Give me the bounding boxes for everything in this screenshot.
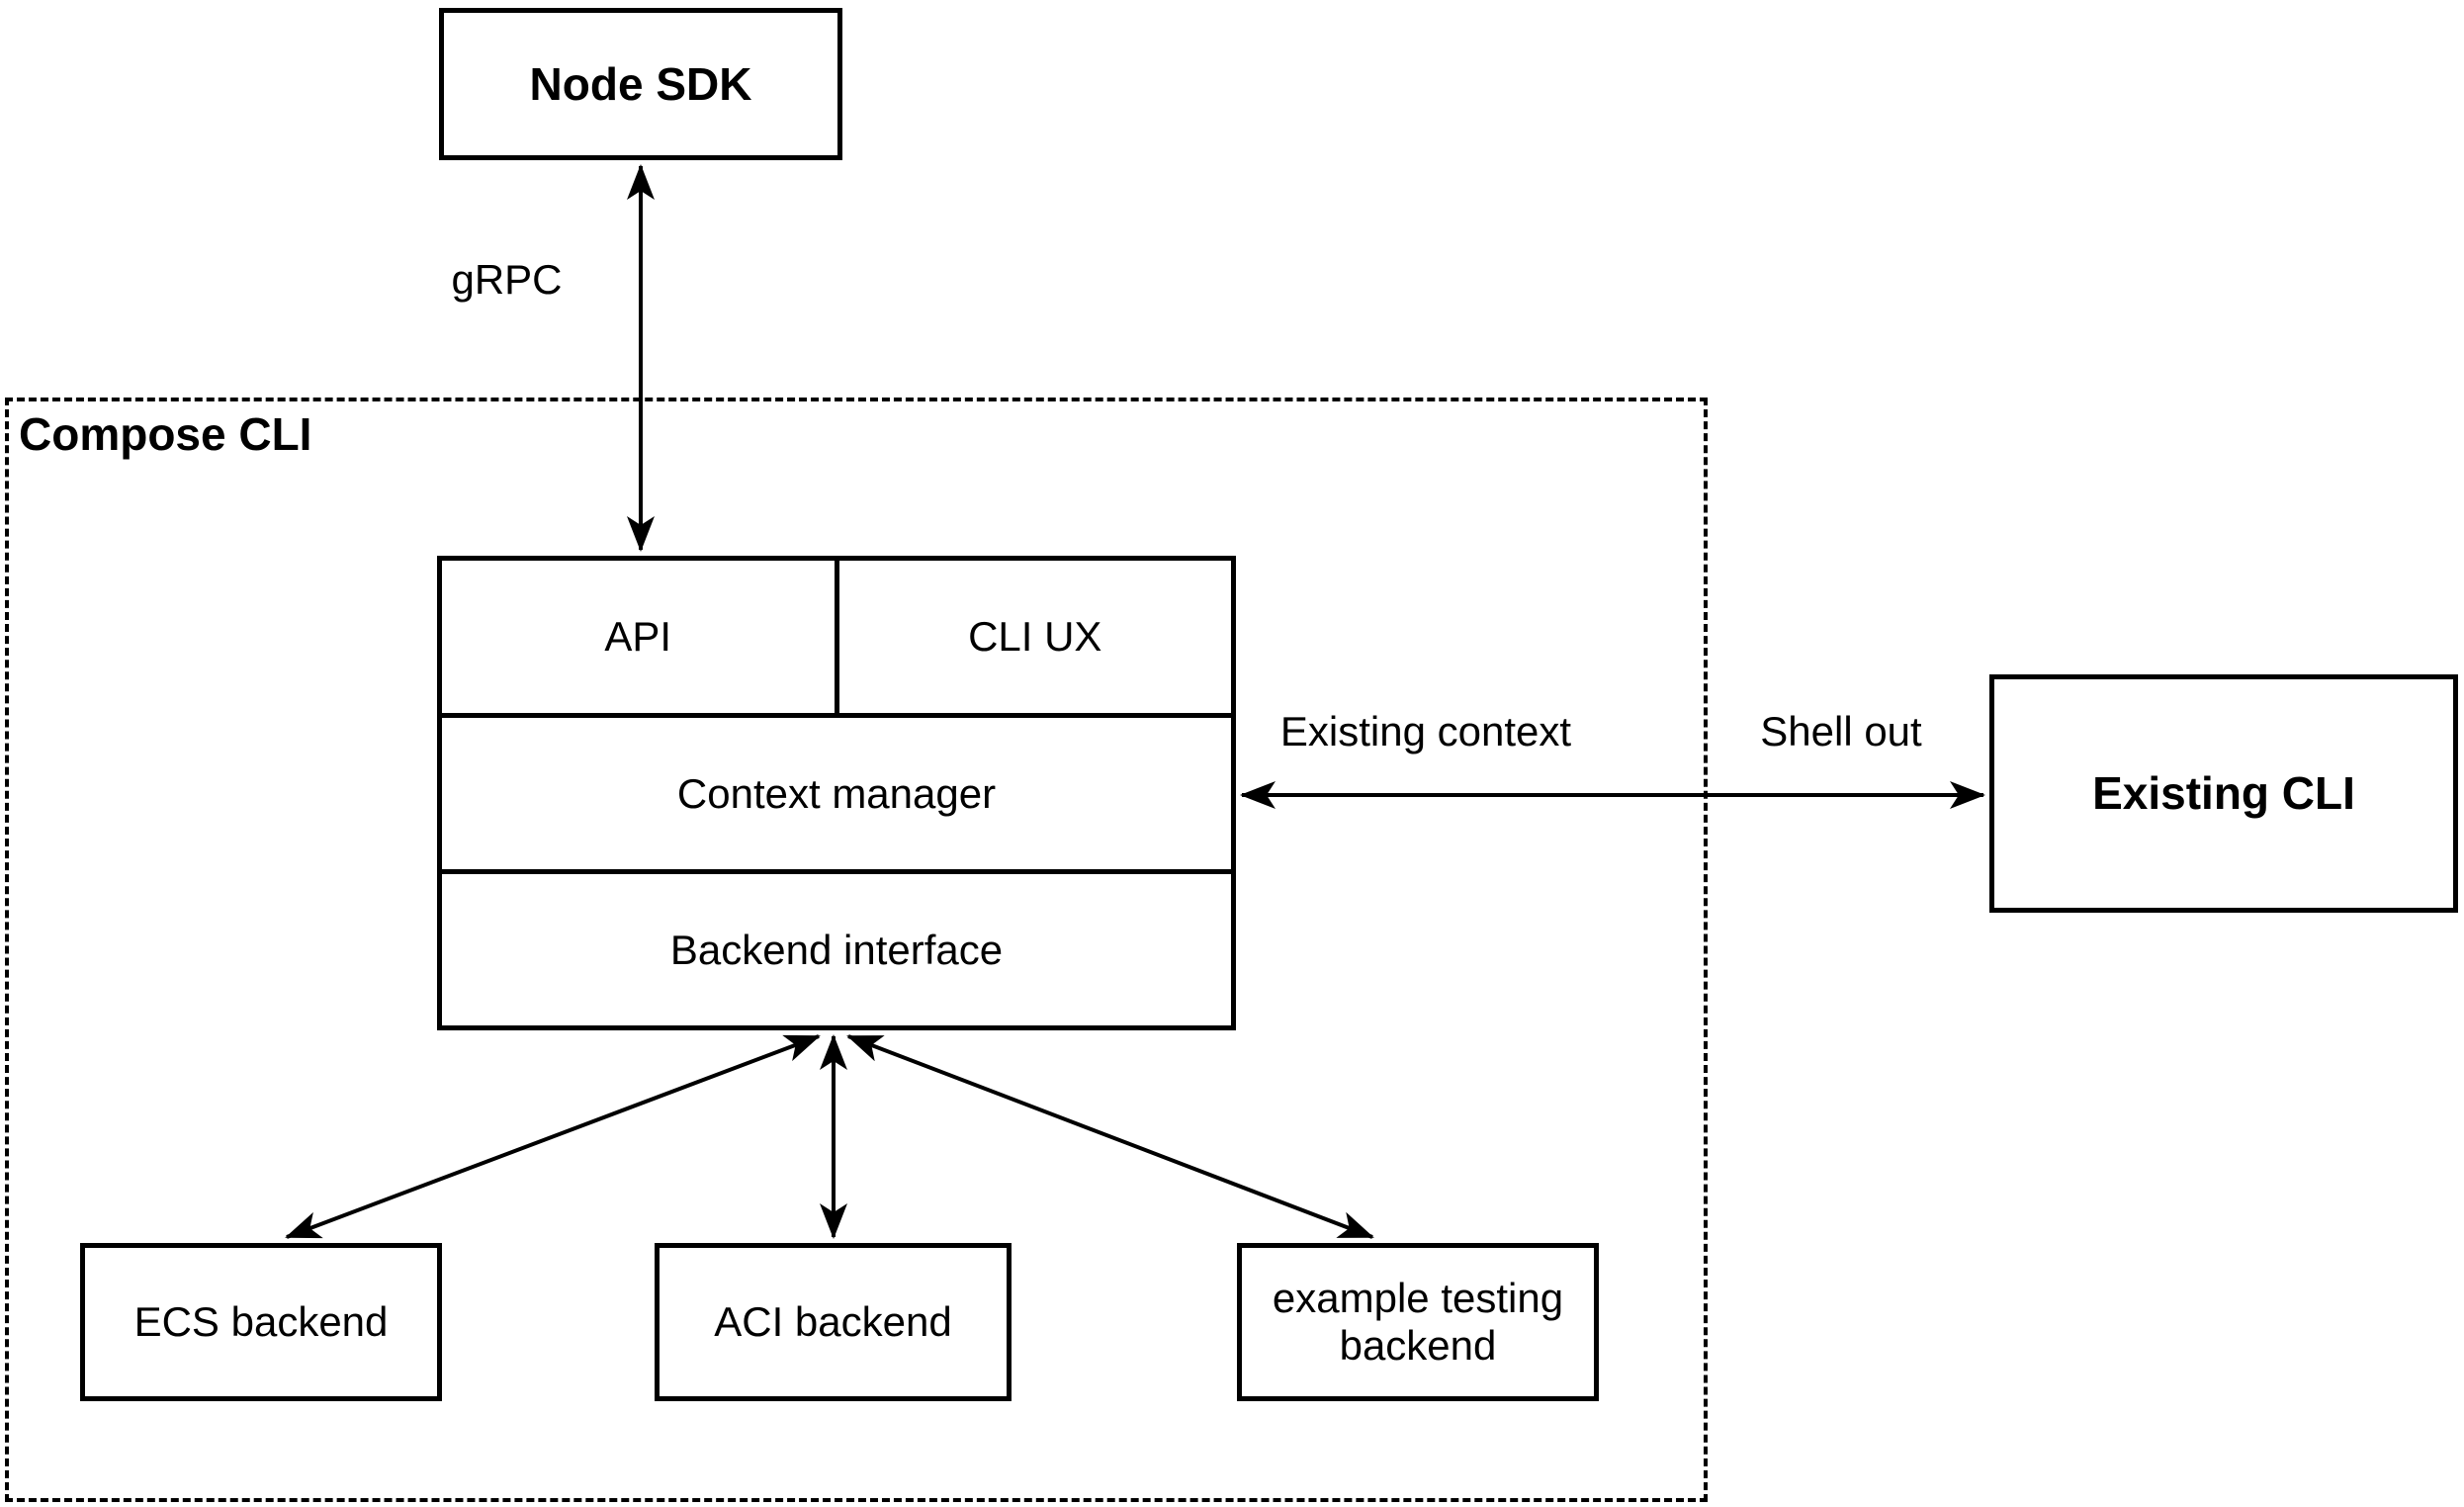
api-cell: API	[442, 561, 839, 713]
aci-backend-label: ACI backend	[714, 1297, 952, 1345]
backend-interface-cell: Backend interface	[442, 874, 1231, 1025]
api-label: API	[604, 613, 672, 660]
backend-to-ecs-arrow	[285, 1034, 821, 1239]
cli-ux-label: CLI UX	[968, 613, 1102, 660]
node-sdk-box: Node SDK	[439, 8, 842, 160]
backend-interface-label: Backend interface	[669, 926, 1004, 973]
compose-cli-container-label: Compose CLI	[19, 408, 312, 460]
cli-ux-cell: CLI UX	[839, 561, 1232, 713]
shell-out-edge-label: Shell out	[1760, 708, 1922, 754]
aci-backend-box: ACI backend	[655, 1243, 1012, 1401]
api-cli-ux-row: API CLI UX	[442, 561, 1231, 718]
ecs-backend-box: ECS backend	[80, 1243, 442, 1401]
existing-context-edge-label: Existing context	[1279, 708, 1572, 754]
existing-cli-box: Existing CLI	[1989, 674, 2458, 913]
context-manager-cell: Context manager	[442, 718, 1231, 874]
existing-cli-label: Existing CLI	[2092, 767, 2355, 820]
compose-cli-core-box: API CLI UX Context manager Backend inter…	[437, 556, 1236, 1030]
example-testing-backend-label: example testing backend	[1272, 1274, 1564, 1369]
ecs-backend-label: ECS backend	[133, 1297, 389, 1345]
node-sdk-label: Node SDK	[529, 57, 752, 110]
compose-cli-container: Compose CLI	[5, 398, 1708, 1502]
backend-to-example-arrow	[846, 1034, 1374, 1239]
context-manager-label: Context manager	[676, 769, 997, 817]
grpc-edge-label: gRPC	[451, 256, 563, 303]
example-testing-backend-box: example testing backend	[1237, 1243, 1599, 1401]
